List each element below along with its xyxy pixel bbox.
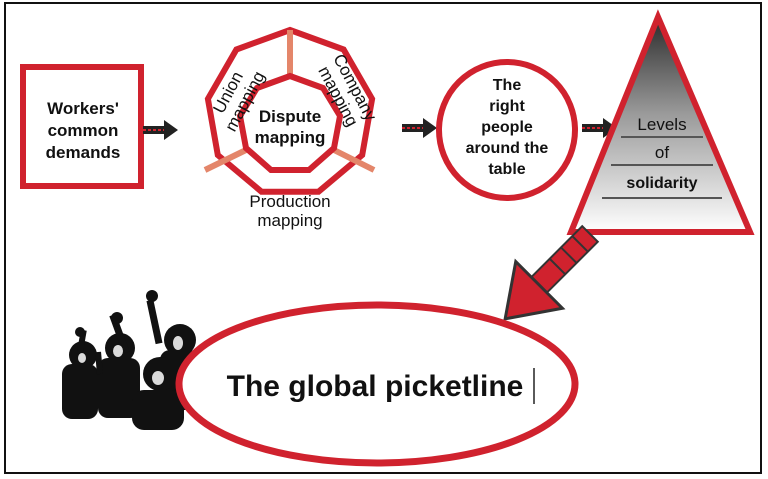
- workers-line-2: common: [48, 121, 119, 140]
- right-people-line-2: right: [489, 98, 525, 115]
- workers-demands-box: Workers' common demands: [20, 64, 144, 189]
- right-people-line-1: The: [493, 77, 522, 94]
- protesting-crowd-icon: [62, 290, 200, 430]
- solidarity-pyramid: Levels of solidarity: [566, 9, 755, 235]
- right-people-circle: The right people around the table: [436, 59, 578, 201]
- production-line-2: mapping: [257, 211, 322, 230]
- right-people-line-3: people: [481, 119, 533, 136]
- workers-line-3: demands: [46, 143, 121, 162]
- workers-line-1: Workers': [47, 99, 119, 118]
- mapping-wheel: Dispute mapping Union mapping Company ma…: [203, 26, 381, 230]
- dispute-line-2: mapping: [255, 128, 326, 147]
- pyramid-line-2: of: [655, 143, 669, 162]
- dotted-arrow-icon: [143, 120, 178, 140]
- right-people-line-5: table: [488, 161, 525, 178]
- dispute-line-1: Dispute: [259, 107, 321, 126]
- pyramid-line-1: Levels: [637, 115, 686, 134]
- big-down-left-arrow-icon: [503, 224, 600, 321]
- right-people-line-4: around the: [466, 140, 549, 157]
- dotted-arrow-icon: [402, 118, 437, 138]
- picketline-label: The global picketline: [227, 370, 524, 403]
- production-line-1: Production: [249, 192, 330, 211]
- pyramid-line-3: solidarity: [626, 175, 697, 192]
- global-picketline-ellipse: The global picketline: [175, 301, 579, 467]
